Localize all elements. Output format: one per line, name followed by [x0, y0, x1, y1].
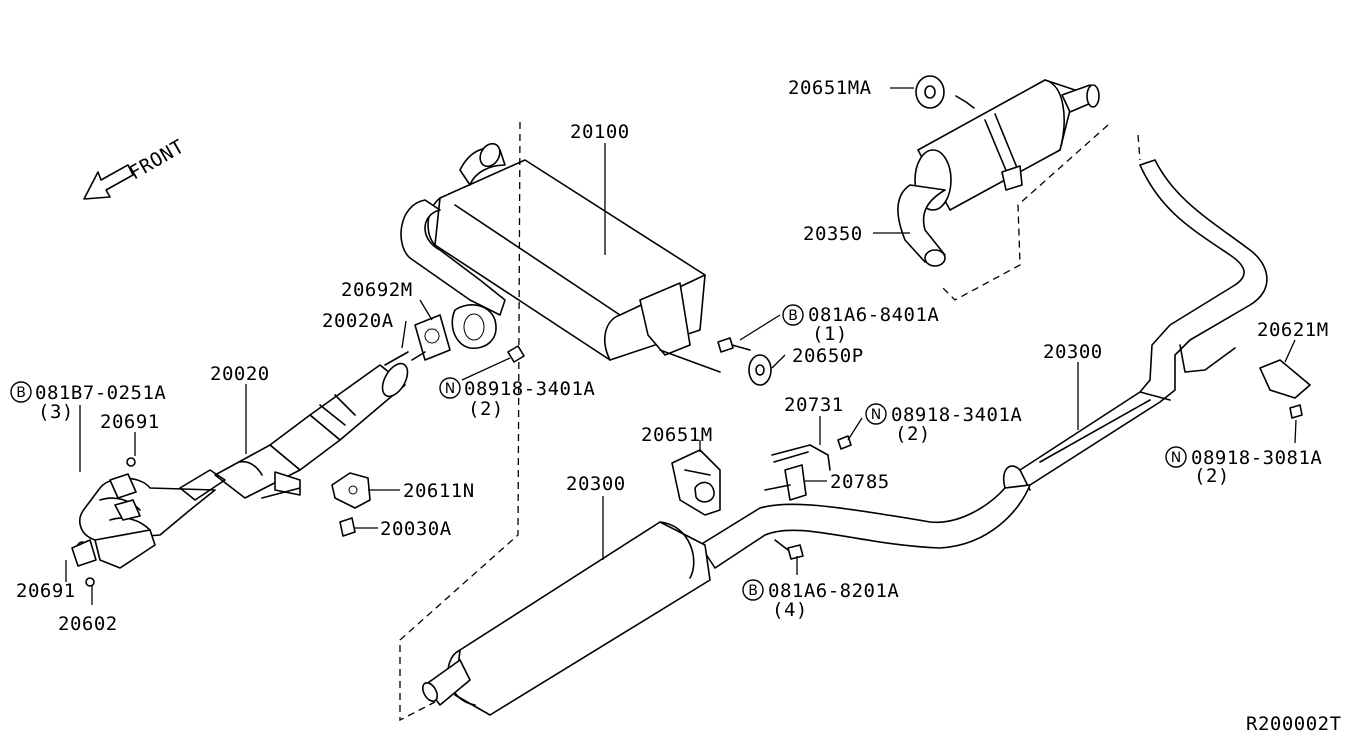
label-08918-3401A-a-qty: (2)	[468, 398, 504, 420]
label-081B7-0251A: 081B7-0251A	[35, 382, 166, 404]
manifold-gasket-drawing	[71, 457, 136, 587]
label-20731: 20731	[784, 394, 844, 416]
label-20692M: 20692M	[341, 279, 413, 301]
bolt-and-mount-20650P-drawing	[717, 337, 772, 386]
bracket-20731-20785-drawing	[764, 435, 852, 501]
label-20030A: 20030A	[380, 518, 452, 540]
label-081B7-0251A-qty: (3)	[38, 401, 74, 423]
label-20611N: 20611N	[403, 480, 475, 502]
tail-pipe-mid-drawing	[699, 484, 1031, 569]
label-081A6-8401A-qty: (1)	[812, 323, 848, 345]
label-20300-left: 20300	[566, 473, 626, 495]
label-08918-3401A-b: 08918-3401A	[891, 404, 1022, 426]
label-081A6-8201A-qty: (4)	[772, 599, 808, 621]
label-20350: 20350	[803, 223, 863, 245]
diagram-code: R200002T	[1246, 713, 1342, 735]
svg-text:B: B	[16, 385, 26, 401]
front-tube-catalyst-drawing	[79, 362, 409, 569]
label-08918-3081A-qty: (2)	[1194, 465, 1230, 487]
label-08918-3081A: 08918-3081A	[1191, 447, 1322, 469]
rear-muffler-dash-outline	[939, 124, 1141, 301]
label-20651MA: 20651MA	[788, 77, 872, 99]
label-081A6-8201A: 081A6-8201A	[768, 580, 899, 602]
tail-pipe-right-drawing	[1002, 159, 1268, 491]
label-20020: 20020	[210, 363, 270, 385]
bolt-mark-081A6-8401A: B	[782, 304, 804, 326]
label-08918-3401A-b-qty: (2)	[895, 423, 931, 445]
bolt-081A6-8201A-drawing	[774, 539, 804, 560]
rear-muffler-drawing	[897, 79, 1100, 267]
front-arrow-icon	[83, 164, 134, 200]
mount-20621M-drawing	[1259, 359, 1311, 419]
label-20650P: 20650P	[792, 345, 864, 367]
hanger-20651M-drawing	[671, 449, 721, 516]
nut-mark-08918-3401A-a: N	[439, 377, 461, 399]
label-20602: 20602	[58, 613, 118, 635]
svg-text:B: B	[748, 583, 758, 599]
svg-text:N: N	[445, 381, 455, 397]
front-label: FRONT	[126, 135, 189, 184]
label-20100: 20100	[570, 121, 630, 143]
svg-text:N: N	[1171, 450, 1181, 466]
nut-drawing-a	[507, 345, 525, 363]
center-dash-line	[399, 121, 521, 722]
bolt-mark-081B7-0251A: B	[10, 381, 32, 403]
label-081A6-8401A: 081A6-8401A	[808, 304, 939, 326]
leader-lines	[65, 87, 1297, 605]
nut-mark-08918-3081A: N	[1165, 446, 1187, 468]
label-20691-top: 20691	[100, 411, 160, 433]
label-20651M: 20651M	[641, 424, 713, 446]
label-08918-3401A-a: 08918-3401A	[464, 378, 595, 400]
label-20020A: 20020A	[322, 310, 394, 332]
svg-text:B: B	[788, 308, 798, 324]
label-20785: 20785	[830, 471, 890, 493]
label-20300-right: 20300	[1043, 341, 1103, 363]
rubber-mount-20651MA	[915, 75, 945, 109]
svg-text:N: N	[871, 407, 881, 423]
nut-mark-08918-3401A-b: N	[865, 403, 887, 425]
resonator-20300-drawing	[421, 521, 711, 716]
hanger-20611N-drawing	[331, 472, 371, 537]
center-muffler-drawing	[400, 142, 721, 373]
flange-gasket-drawing	[384, 304, 497, 366]
bolt-mark-081A6-8201A: B	[742, 579, 764, 601]
label-20691-bottom: 20691	[16, 580, 76, 602]
label-20621M: 20621M	[1257, 319, 1329, 341]
